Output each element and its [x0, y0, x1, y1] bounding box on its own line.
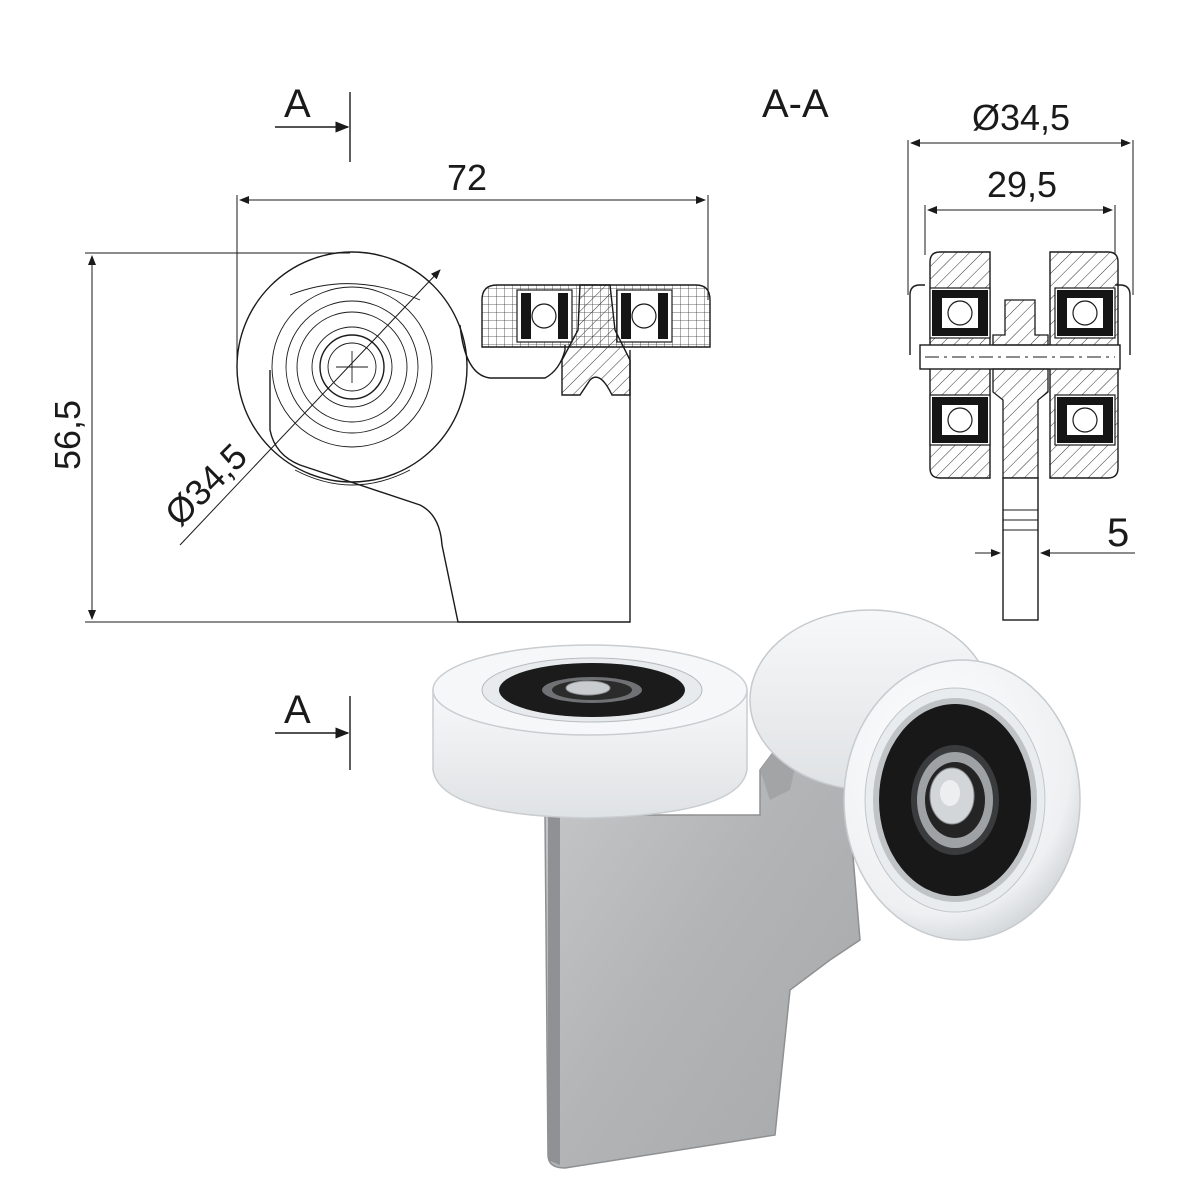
inner-width-label: 29,5 [987, 164, 1057, 205]
bearing-upper-right [1054, 287, 1116, 339]
width-dimension-label: 72 [447, 157, 487, 198]
bearing-upper-left [929, 287, 991, 339]
height-dimension-label: 56,5 [47, 400, 88, 470]
bearing-lower-right [1054, 394, 1116, 446]
plate-thickness-label: 5 [1107, 511, 1129, 555]
section-mark-bottom: A [275, 688, 351, 770]
section-view-title: A-A [762, 82, 829, 126]
outer-diameter-label: Ø34,5 [972, 97, 1070, 138]
side-view: 72 56,5 Ø34,5 [47, 157, 711, 623]
section-mark-bottom-label: A [284, 688, 311, 732]
bearing-lower-left [929, 394, 991, 446]
section-view: Ø34,5 29,5 [907, 97, 1135, 621]
section-mark-top: A [275, 82, 351, 162]
product-photo [432, 609, 1081, 1169]
section-mark-top-label: A [284, 82, 311, 126]
diameter-dimension-label: Ø34,5 [157, 435, 255, 533]
